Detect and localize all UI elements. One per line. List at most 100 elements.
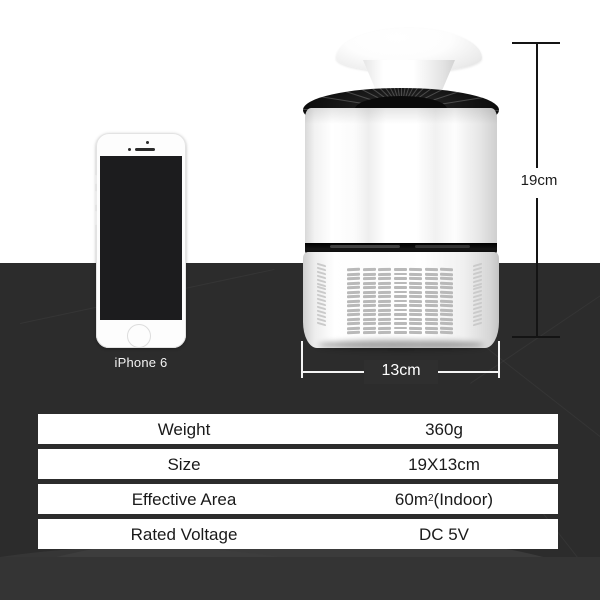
vent-slot bbox=[409, 281, 422, 285]
phone-volume-up-button bbox=[94, 191, 97, 205]
vent-slot bbox=[440, 276, 453, 280]
spec-label-cell: Rated Voltage bbox=[130, 524, 238, 544]
vent-slot bbox=[440, 267, 453, 271]
vent-slot bbox=[424, 308, 438, 312]
vent-slot bbox=[393, 272, 407, 276]
vent-slot bbox=[393, 295, 407, 298]
vent-slot bbox=[393, 304, 407, 307]
phone-volume-down-button bbox=[94, 211, 97, 225]
vent-slot bbox=[378, 321, 391, 325]
lamp-vent-panel bbox=[347, 267, 455, 336]
vent-slot bbox=[378, 330, 391, 334]
vent-slot bbox=[378, 308, 391, 312]
vent-slot bbox=[393, 281, 407, 285]
vent-slot bbox=[393, 331, 407, 334]
vent-slot bbox=[362, 330, 376, 334]
vent-slot bbox=[409, 285, 422, 289]
vent-slot bbox=[440, 294, 453, 298]
vent-slot bbox=[378, 303, 391, 307]
vent-slot bbox=[347, 317, 360, 321]
spec-value-suffix: (Indoor) bbox=[433, 489, 494, 509]
spec-label-cell: Effective Area bbox=[131, 489, 237, 509]
lamp-black-band bbox=[305, 243, 497, 254]
vent-slot bbox=[347, 326, 360, 330]
vent-slot bbox=[393, 308, 407, 312]
vent-slot bbox=[347, 308, 360, 312]
vent-slot bbox=[362, 326, 376, 330]
vent-slot bbox=[362, 317, 376, 321]
vent-slot bbox=[393, 268, 407, 271]
vent-slot bbox=[440, 303, 453, 307]
vent-slot bbox=[424, 299, 438, 303]
lamp-band-highlight bbox=[330, 245, 400, 248]
lamp-vent-left bbox=[317, 262, 329, 326]
spec-value-prefix: 60m bbox=[394, 489, 428, 509]
background-footer-band bbox=[0, 557, 600, 600]
vent-slot bbox=[378, 312, 391, 316]
vent-slot bbox=[393, 326, 407, 330]
vent-slot bbox=[424, 317, 438, 321]
vent-slot bbox=[424, 285, 438, 289]
spec-value-cell: 19X13cm bbox=[408, 454, 480, 474]
vent-slot bbox=[362, 321, 376, 325]
vent-slot bbox=[347, 272, 360, 276]
vent-slot bbox=[393, 299, 407, 303]
spec-value-cell: 360g bbox=[425, 419, 463, 439]
vent-slot bbox=[409, 326, 422, 330]
vent-slot bbox=[409, 303, 422, 307]
vent-slot bbox=[409, 299, 422, 303]
vent-slot bbox=[440, 272, 453, 276]
vent-slot bbox=[347, 294, 360, 298]
vent-slot bbox=[393, 313, 407, 316]
vent-slot bbox=[409, 312, 422, 316]
vent-slot bbox=[362, 276, 376, 280]
lamp-band-highlight-secondary bbox=[415, 245, 470, 248]
vent-column bbox=[378, 267, 393, 336]
lamp-base-with-vents bbox=[303, 252, 499, 348]
vent-slot bbox=[347, 290, 360, 294]
vent-slot bbox=[362, 272, 376, 276]
vent-column bbox=[347, 267, 362, 336]
iphone-6-device bbox=[94, 133, 186, 348]
vent-slot bbox=[440, 312, 453, 316]
lamp-base-shadow bbox=[318, 340, 484, 350]
vent-slot bbox=[347, 267, 360, 271]
phone-home-button-icon bbox=[127, 324, 151, 348]
phone-screen bbox=[100, 156, 182, 320]
vent-slot bbox=[347, 276, 360, 280]
vent-slot bbox=[362, 299, 376, 303]
vent-slot bbox=[440, 281, 453, 285]
vent-slot bbox=[378, 299, 391, 303]
iphone-6-label: iPhone 6 bbox=[114, 355, 168, 370]
vent-slot bbox=[393, 277, 407, 280]
vent-slot bbox=[440, 330, 453, 334]
lamp-body-cylinder bbox=[305, 108, 497, 248]
vent-column bbox=[362, 267, 378, 336]
vent-slot bbox=[409, 290, 422, 294]
vent-slot bbox=[378, 294, 391, 298]
vent-slot bbox=[393, 322, 407, 325]
phone-sensor-icon bbox=[128, 148, 131, 151]
vent-slot bbox=[409, 267, 422, 271]
vent-slot bbox=[440, 285, 453, 289]
vent-slot bbox=[378, 276, 391, 280]
spec-label-cell: Size bbox=[167, 454, 201, 474]
vent-slot bbox=[440, 321, 453, 325]
vent-column bbox=[393, 268, 409, 336]
vent-slot bbox=[347, 312, 360, 316]
phone-camera-icon bbox=[146, 141, 149, 144]
vent-slot bbox=[362, 294, 376, 298]
vent-slot bbox=[424, 272, 438, 276]
phone-earpiece-icon bbox=[135, 148, 155, 151]
vent-slot bbox=[378, 326, 391, 330]
vent-slot bbox=[440, 326, 453, 330]
height-dimension-label-backdrop bbox=[510, 168, 568, 198]
vent-slot bbox=[409, 308, 422, 312]
vent-slot bbox=[409, 330, 422, 334]
vent-slot bbox=[424, 281, 438, 285]
vent-column bbox=[424, 267, 440, 336]
